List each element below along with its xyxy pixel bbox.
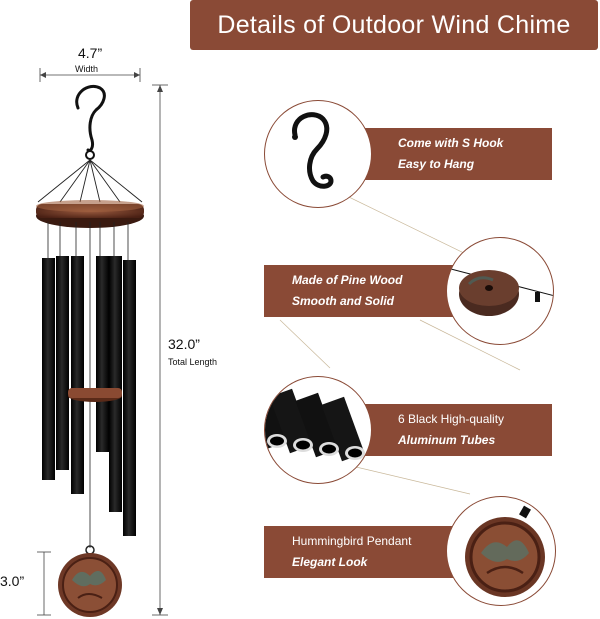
feature-pendant-line2: Elegant Look <box>292 555 368 569</box>
feature-tubes-line1: 6 Black High-quality <box>398 412 505 426</box>
tube-ends-icon <box>265 384 365 462</box>
hummingbird-pendant <box>58 545 122 617</box>
page-title: Details of Outdoor Wind Chime <box>217 10 571 39</box>
hanging-strings <box>37 159 143 203</box>
hummingbird-pendant-icon <box>465 505 545 597</box>
width-value: 4.7” <box>78 45 103 61</box>
length-label: Total Length <box>168 357 218 367</box>
feature-s-hook-line1: Come with S Hook <box>398 136 504 150</box>
tubes-detail-circle <box>264 376 372 484</box>
s-hook-icon <box>292 112 334 189</box>
feature-pine-wood-line2: Smooth and Solid <box>292 294 394 308</box>
length-dimension-line <box>152 84 168 616</box>
pendant-dimension-line <box>37 551 51 616</box>
wood-disc <box>36 200 144 228</box>
feature-pine-wood-line1: Made of Pine Wood <box>292 273 403 287</box>
length-value: 32.0” <box>168 336 200 352</box>
title-banner: Details of Outdoor Wind Chime <box>190 0 598 50</box>
striker <box>68 388 122 402</box>
feature-pendant-line1: Hummingbird Pendant <box>292 534 412 548</box>
aluminum-tubes <box>42 256 136 536</box>
s-hook-icon <box>75 85 106 152</box>
width-dimension-line <box>39 68 141 82</box>
feature-s-hook-line2: Easy to Hang <box>398 157 475 171</box>
pine-wood-detail-circle <box>446 237 554 345</box>
pendant-detail-circle <box>446 496 556 606</box>
width-label: Width <box>75 64 99 74</box>
pendant-value: 3.0” <box>0 573 25 589</box>
s-hook-detail-circle <box>264 100 372 208</box>
feature-tubes-line2: Aluminum Tubes <box>398 433 496 447</box>
